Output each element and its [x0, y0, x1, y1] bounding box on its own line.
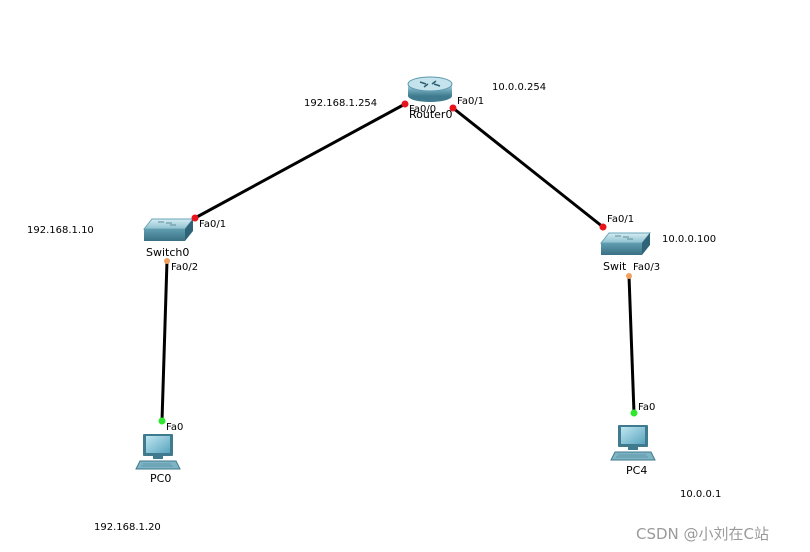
- link-switch1-pc4[interactable]: [627, 275, 636, 414]
- pc-icon[interactable]: [135, 434, 181, 470]
- router-icon[interactable]: [407, 76, 453, 102]
- pc0-port-indicator: [158, 417, 166, 425]
- router-ip-left-label: 192.168.1.254: [304, 98, 377, 109]
- link-switch0-pc0[interactable]: [160, 260, 169, 422]
- pc4-port-indicator: [630, 409, 638, 417]
- router-port-right-indicator: [449, 104, 457, 112]
- router-name-label: Router0: [409, 108, 452, 121]
- router-port-right-label: Fa0/1: [457, 96, 484, 107]
- switch0-port-up-indicator: [191, 214, 199, 222]
- switch1-ip-label: 10.0.0.100: [662, 234, 716, 245]
- switch-icon[interactable]: [599, 232, 652, 255]
- pc4-port-label: Fa0: [638, 402, 655, 413]
- switch0-port-up-label: Fa0/1: [199, 219, 226, 230]
- pc4-name-label: PC4: [626, 464, 647, 477]
- switch0-name-label: Switch0: [146, 246, 189, 259]
- switch0-port-down-label: Fa0/2: [171, 262, 198, 273]
- router-ip-right-label: 10.0.0.254: [492, 82, 546, 93]
- watermark-text: CSDN @小刘在C站: [636, 525, 769, 543]
- switch1-port-up-label: Fa0/1: [607, 214, 634, 225]
- switch1-port-up-indicator: [599, 223, 607, 231]
- switch0-port-down-indicator: [164, 258, 170, 264]
- switch1-name-label: Swit: [603, 260, 627, 273]
- router-port-left-label: Fa0/0: [409, 104, 436, 115]
- switch1-port-down-label: Fa0/3: [633, 262, 660, 273]
- router-port-left-indicator: [401, 100, 409, 108]
- switch-icon[interactable]: [142, 218, 195, 241]
- switch1-port-down-indicator: [626, 273, 632, 279]
- pc0-port-label: Fa0: [166, 422, 183, 433]
- pc0-ip-label: 192.168.1.20: [94, 522, 161, 533]
- pc0-name-label: PC0: [150, 472, 171, 485]
- pc-icon[interactable]: [610, 425, 656, 461]
- pc4-ip-label: 10.0.0.1: [680, 489, 721, 500]
- switch0-ip-label: 192.168.1.10: [27, 225, 94, 236]
- link-router-switch0[interactable]: [194, 102, 406, 220]
- link-router-switch1[interactable]: [452, 106, 604, 229]
